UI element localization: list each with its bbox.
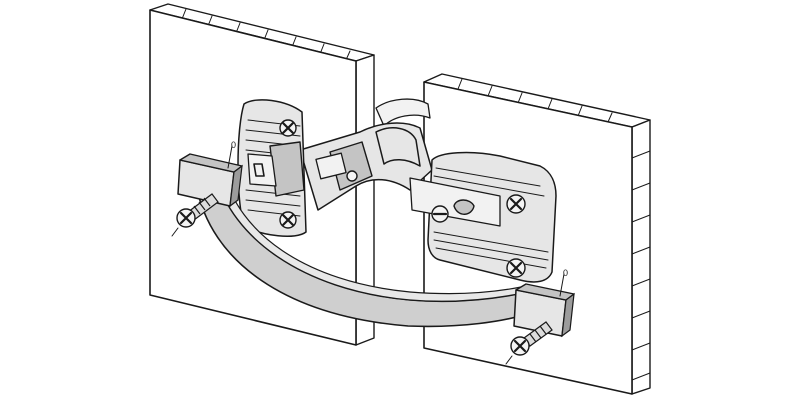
mounting-plate-adjust-slot <box>453 199 475 215</box>
mounting-plate-arm-seat <box>409 177 501 227</box>
right-bracket-side <box>561 292 575 338</box>
hinge-arm-knuckle <box>375 127 421 167</box>
hinge-cup-clip <box>247 153 277 187</box>
left-bracket-mark: 0 <box>231 140 236 150</box>
right-strap-bracket: 0 <box>513 268 575 338</box>
hinge-cup <box>237 99 307 237</box>
hinge-cup-recess <box>269 141 305 197</box>
hinge-cup-notch-icon <box>253 163 265 177</box>
mounting-plate <box>409 151 557 283</box>
hinge-arm-upper-link <box>375 98 431 127</box>
left-strap-bracket: 0 <box>177 140 243 208</box>
right-panel-side-edge <box>631 119 651 395</box>
left-bracket-side <box>229 164 243 208</box>
mounting-plate-screw-top <box>506 194 526 214</box>
right-bracket-mark: 0 <box>563 268 568 278</box>
mounting-plate-screw-bottom <box>506 258 526 278</box>
hinge-cup-screw-bottom <box>279 211 297 229</box>
left-phillips-screw-icon <box>171 193 219 237</box>
hinge-arm <box>299 98 433 211</box>
hinge-arm-slot <box>315 152 347 180</box>
right-bracket-leader <box>559 273 565 297</box>
right-phillips-screw-icon <box>505 321 553 365</box>
hinge-arm-rivet <box>346 170 358 182</box>
mounting-plate-ribs <box>433 167 549 269</box>
mounting-plate-adjust-screw <box>431 205 449 223</box>
right-panel-top-edge-grain <box>457 78 613 123</box>
right-panel-side-edge-grain <box>631 150 651 381</box>
left-bracket-leader <box>227 145 233 169</box>
hinge-cup-screw-top <box>279 119 297 137</box>
